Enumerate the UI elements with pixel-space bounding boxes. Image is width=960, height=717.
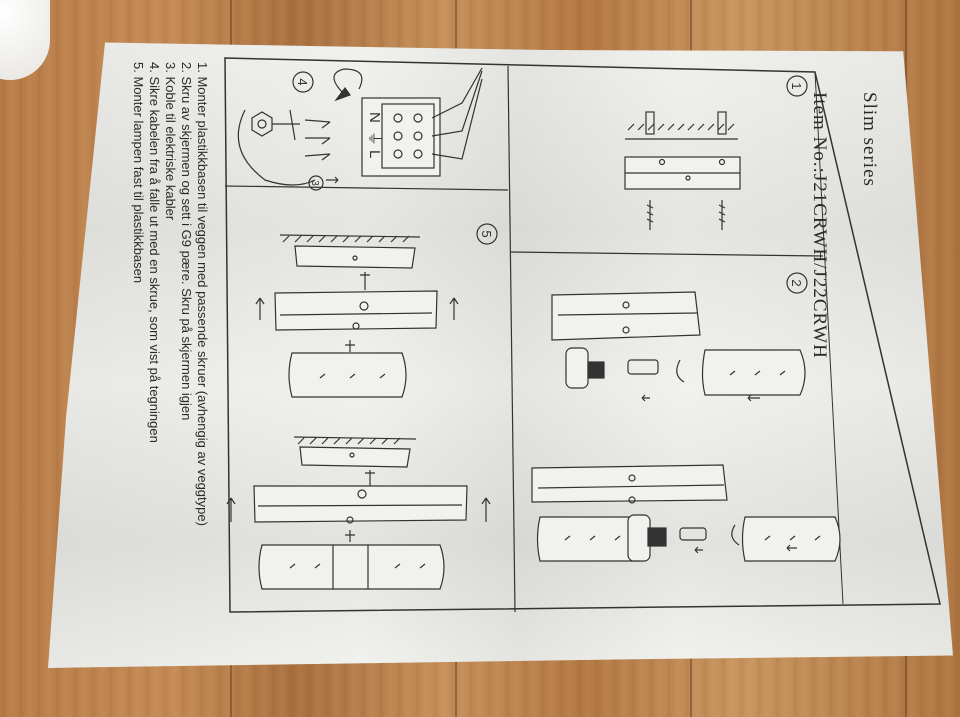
terminal-label-L: L [366, 150, 383, 158]
rotate-arrow-icon [731, 524, 740, 546]
wall-plug-icon [717, 111, 727, 135]
lamp-body [253, 485, 468, 523]
wall-base [531, 464, 728, 503]
lamp-shade [288, 352, 407, 398]
arrow-left-icon [786, 544, 797, 552]
step-badge-4: 4 [292, 71, 314, 93]
plastic-base [299, 446, 411, 468]
supply-wires [431, 67, 483, 160]
step-badge-1: 1 [786, 75, 808, 97]
sheet-border [224, 57, 941, 613]
g9-bulb-icon [627, 359, 659, 375]
rotate-arrow-icon [676, 359, 685, 383]
lamp-shade [536, 516, 641, 562]
screw-icon [345, 340, 355, 352]
wall-plug-icon [645, 111, 655, 135]
screw-icon [718, 200, 726, 230]
screw-icon [345, 530, 355, 542]
screw-icon [646, 200, 654, 230]
arrow-up-icon [481, 497, 491, 522]
g9-bulb-icon [679, 527, 707, 541]
step5-diagram-bottom [226, 436, 491, 590]
terminal-label-earth: ⏚ [366, 131, 383, 146]
header-divider [814, 71, 844, 605]
step2-diagram-bottom [531, 464, 841, 562]
panel-divider-left [224, 185, 509, 191]
step1-diagram [624, 111, 741, 230]
lamp-wires [304, 119, 331, 157]
step2-diagram-top [551, 291, 806, 402]
screw-icon [360, 272, 370, 290]
panel-divider-right [509, 251, 824, 257]
lamp-holder [565, 347, 589, 389]
step-number: 4 [295, 78, 310, 85]
arrow-up-icon [255, 297, 265, 320]
step-number: 5 [479, 230, 494, 237]
sub-step-number: 3 [309, 180, 320, 186]
arrow-left-icon [641, 394, 650, 402]
panel-divider-vertical [507, 65, 516, 613]
plastic-base [294, 245, 416, 269]
lamp-shade [701, 349, 806, 396]
socket-icon [647, 527, 667, 547]
cable-tie-icon [333, 68, 363, 95]
arrow-up-icon [449, 297, 459, 320]
lamp-shade-double [258, 544, 445, 590]
step-badge-2: 2 [786, 272, 808, 294]
step-number: 2 [789, 279, 804, 286]
lamp-holder [627, 514, 651, 562]
nut-icon [251, 111, 273, 137]
terminal-block [361, 97, 441, 177]
wall-base [551, 291, 701, 341]
instruction-5: 5. Monter lampen fast til plastikkbasen [131, 62, 146, 284]
terminal-label-N: N [366, 112, 383, 123]
lamp-body [274, 290, 438, 331]
arrow-left-icon [694, 546, 703, 554]
instruction-3: 3. Koble til elektriske kabler [163, 62, 178, 221]
step-badge-5: 5 [476, 223, 498, 245]
instruction-2: 2. Skru av skjermen og sett i G9 pære. S… [179, 62, 194, 421]
step5-diagram-top [255, 234, 459, 398]
step4-diagram: 3 [237, 67, 483, 191]
arrow-left-icon [747, 394, 760, 402]
step-number: 1 [789, 82, 804, 89]
item-number: Item No.:J21CRWH/J22CRWH [809, 92, 830, 359]
screw-icon [365, 470, 375, 488]
arrow-up-icon [226, 497, 236, 522]
series-title: Slim series [859, 92, 880, 187]
socket-icon [587, 361, 605, 379]
instruction-4: 4. Sikre kabelen fra å falle ut med en s… [147, 62, 162, 443]
instruction-1: 1. Monter plastikkbasen til veggen med p… [195, 62, 210, 526]
